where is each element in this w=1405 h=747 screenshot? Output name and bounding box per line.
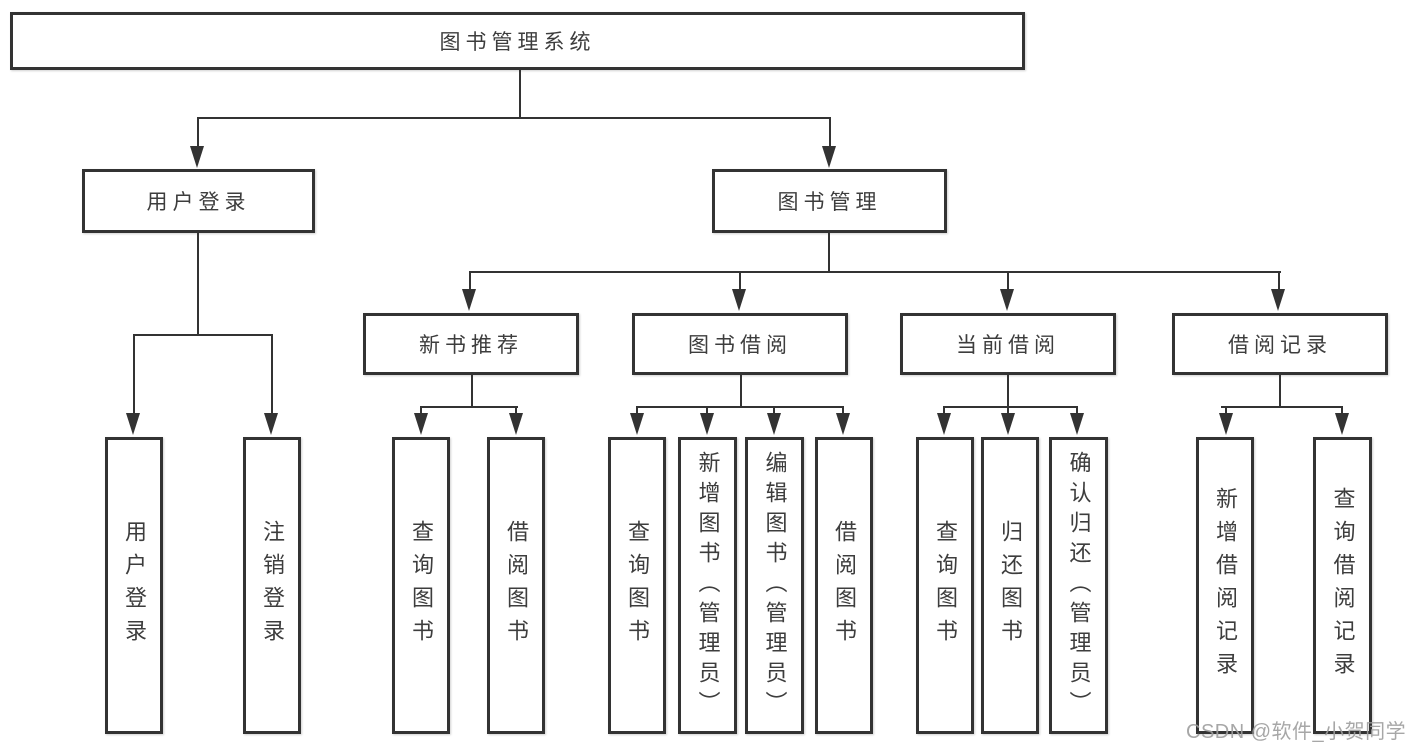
- node-label: 编辑图书（管理员）: [762, 450, 788, 721]
- node-label: 图书管理系统: [439, 31, 596, 54]
- node-label: 用户登录: [122, 519, 147, 652]
- connector-line: [740, 375, 742, 408]
- connector-line: [469, 271, 1281, 273]
- connector-line: [1007, 406, 1009, 416]
- arrowhead-down-icon: [509, 413, 523, 435]
- leaf-add-borrow-record: 新增借阅记录: [1196, 437, 1254, 734]
- connector-line: [1221, 406, 1343, 408]
- connector-line: [471, 375, 473, 408]
- connector-line: [842, 406, 844, 416]
- leaf-user-login: 用户登录: [105, 437, 163, 734]
- node-user-login: 用户登录: [82, 169, 315, 233]
- node-label: 当前借阅: [956, 334, 1060, 357]
- node-label: 借阅记录: [1228, 334, 1332, 357]
- node-label: 查询借阅记录: [1330, 486, 1356, 685]
- leaf-query-books-borrowing: 查询图书: [608, 437, 666, 734]
- node-label: 借阅图书: [832, 519, 857, 652]
- connector-line: [420, 406, 422, 416]
- connector-line: [1341, 406, 1343, 416]
- node-label: 借阅图书: [504, 519, 529, 652]
- leaf-query-books-current: 查询图书: [916, 437, 974, 734]
- node-label: 查询图书: [933, 519, 958, 652]
- arrowhead-down-icon: [937, 413, 951, 435]
- leaf-edit-book-admin: 编辑图书（管理员）: [745, 437, 804, 734]
- arrowhead-down-icon: [1219, 413, 1233, 435]
- leaf-return-book: 归还图书: [981, 437, 1039, 734]
- node-label: 归还图书: [998, 519, 1023, 652]
- connector-line: [1076, 406, 1078, 416]
- connector-line: [636, 406, 638, 416]
- node-label: 新增借阅记录: [1213, 486, 1238, 685]
- arrowhead-down-icon: [1001, 413, 1015, 435]
- connector-line: [1278, 271, 1280, 292]
- arrowhead-down-icon: [630, 413, 644, 435]
- node-borrowing-records: 借阅记录: [1172, 313, 1388, 375]
- arrowhead-down-icon: [732, 289, 746, 311]
- connector-line: [515, 406, 517, 416]
- node-label: 查询图书: [625, 519, 650, 652]
- arrowhead-down-icon: [767, 413, 781, 435]
- arrowhead-down-icon: [822, 146, 836, 168]
- node-library-system: 图书管理系统: [10, 12, 1025, 70]
- leaf-borrow-books-recommend: 借阅图书: [487, 437, 545, 734]
- connector-line: [271, 334, 273, 416]
- leaf-add-book-admin: 新增图书（管理员）: [678, 437, 737, 734]
- connector-line: [197, 117, 199, 150]
- node-label: 用户登录: [146, 191, 251, 214]
- connector-line: [829, 117, 831, 150]
- arrowhead-down-icon: [1070, 413, 1084, 435]
- arrowhead-down-icon: [700, 413, 714, 435]
- node-label: 注销登录: [260, 519, 285, 652]
- connector-line: [1007, 271, 1009, 292]
- arrowhead-down-icon: [1335, 413, 1349, 435]
- connector-line: [706, 406, 708, 416]
- connector-line: [420, 406, 518, 408]
- leaf-confirm-return-admin: 确认归还（管理员）: [1049, 437, 1108, 734]
- node-label: 图书管理: [777, 191, 882, 214]
- node-label: 查询图书: [409, 519, 434, 652]
- node-label: 新书推荐: [419, 334, 523, 357]
- connector-line: [133, 334, 273, 336]
- arrowhead-down-icon: [190, 146, 204, 168]
- connector-line: [828, 233, 830, 273]
- node-book-management: 图书管理: [712, 169, 947, 233]
- node-book-borrowing: 图书借阅: [632, 313, 848, 375]
- connector-line: [519, 70, 521, 119]
- arrowhead-down-icon: [836, 413, 850, 435]
- arrowhead-down-icon: [414, 413, 428, 435]
- node-label: 图书借阅: [688, 334, 792, 357]
- node-new-book-recommendation: 新书推荐: [363, 313, 579, 375]
- connector-line: [773, 406, 775, 416]
- arrowhead-down-icon: [1000, 289, 1014, 311]
- connector-line: [197, 117, 831, 119]
- connector-line: [943, 406, 945, 416]
- connector-line: [197, 233, 199, 336]
- arrowhead-down-icon: [126, 413, 140, 435]
- arrowhead-down-icon: [1271, 289, 1285, 311]
- connector-line: [1007, 375, 1009, 408]
- node-current-borrowing: 当前借阅: [900, 313, 1116, 375]
- arrowhead-down-icon: [462, 289, 476, 311]
- leaf-borrow-books: 借阅图书: [815, 437, 873, 734]
- node-label: 新增图书（管理员）: [695, 450, 721, 721]
- connector-line: [636, 406, 844, 408]
- connector-line: [739, 271, 741, 292]
- leaf-logout: 注销登录: [243, 437, 301, 734]
- connector-line: [133, 334, 135, 416]
- arrowhead-down-icon: [264, 413, 278, 435]
- connector-line: [1279, 375, 1281, 408]
- node-label: 确认归还（管理员）: [1066, 450, 1092, 721]
- leaf-query-books-recommend: 查询图书: [392, 437, 450, 734]
- connector-line: [469, 271, 471, 292]
- connector-line: [943, 406, 1078, 408]
- watermark: CSDN @软件_小贺同学: [1186, 721, 1405, 743]
- leaf-query-borrow-record: 查询借阅记录: [1313, 437, 1372, 734]
- connector-line: [1225, 406, 1227, 416]
